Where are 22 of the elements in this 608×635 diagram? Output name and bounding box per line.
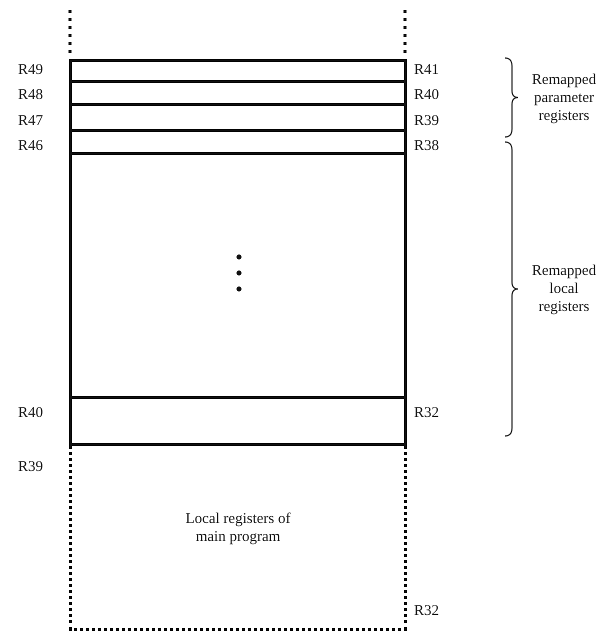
register-name: R46 bbox=[18, 137, 44, 155]
brace-note: Remapped local registers bbox=[530, 262, 598, 316]
register-slot bbox=[69, 80, 407, 106]
register-name: R47 bbox=[18, 112, 44, 130]
register-name: R40 bbox=[18, 404, 44, 422]
register-name: R39 bbox=[18, 458, 44, 476]
register-name: R38 bbox=[414, 137, 440, 155]
register-name: R49 bbox=[18, 61, 44, 79]
register-name: R32 bbox=[414, 602, 440, 620]
register-name: R40 bbox=[414, 86, 440, 104]
register-slot bbox=[69, 396, 407, 446]
register-slot bbox=[69, 59, 407, 83]
register-slot bbox=[69, 103, 407, 132]
register-slot bbox=[69, 129, 407, 155]
register-area bbox=[69, 445, 407, 631]
register-slot bbox=[69, 152, 407, 399]
brace-note: Remapped parameter registers bbox=[530, 70, 598, 124]
register-name: R41 bbox=[414, 61, 440, 79]
register-name: R39 bbox=[414, 112, 440, 130]
register-name: R32 bbox=[414, 404, 440, 422]
area-caption: Local registers of main program bbox=[185, 510, 291, 546]
register-name: R48 bbox=[18, 86, 44, 104]
